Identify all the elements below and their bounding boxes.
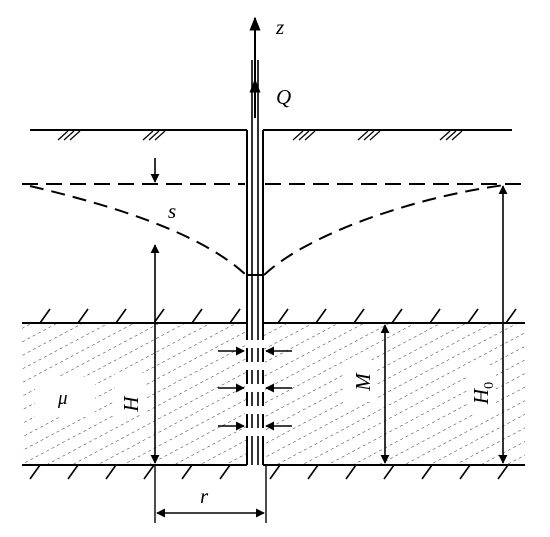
- radius-label: r: [200, 484, 209, 508]
- aquifer-hatch-region: [22, 323, 525, 465]
- aquifer-bottom-ticks: [29, 464, 509, 480]
- inner-pipe: [251, 60, 259, 465]
- initial-head-label-main: H: [469, 387, 493, 405]
- head-label: H: [119, 395, 143, 413]
- svg-text:H0: H0: [469, 382, 497, 405]
- drawdown-label: s: [168, 199, 176, 223]
- z-axis-label: z: [275, 15, 284, 39]
- ground-tick-marks: [57, 130, 463, 141]
- mu-label-bg: [35, 377, 95, 417]
- h-label-bg: [115, 373, 145, 415]
- drawdown-cone: [29, 184, 506, 276]
- thickness-label: M: [351, 372, 375, 392]
- inflow-arrows: [218, 346, 292, 431]
- initial-head-label: H0: [469, 382, 497, 405]
- well-screen-slots: [245, 340, 265, 436]
- storativity-label: μ: [57, 388, 68, 409]
- m-label-bg: [345, 360, 377, 402]
- discharge-label: Q: [276, 85, 291, 109]
- h0-label-bg: [468, 365, 496, 415]
- initial-head-label-subscript: 0: [482, 382, 497, 389]
- aquifer-top-ticks: [39, 308, 517, 324]
